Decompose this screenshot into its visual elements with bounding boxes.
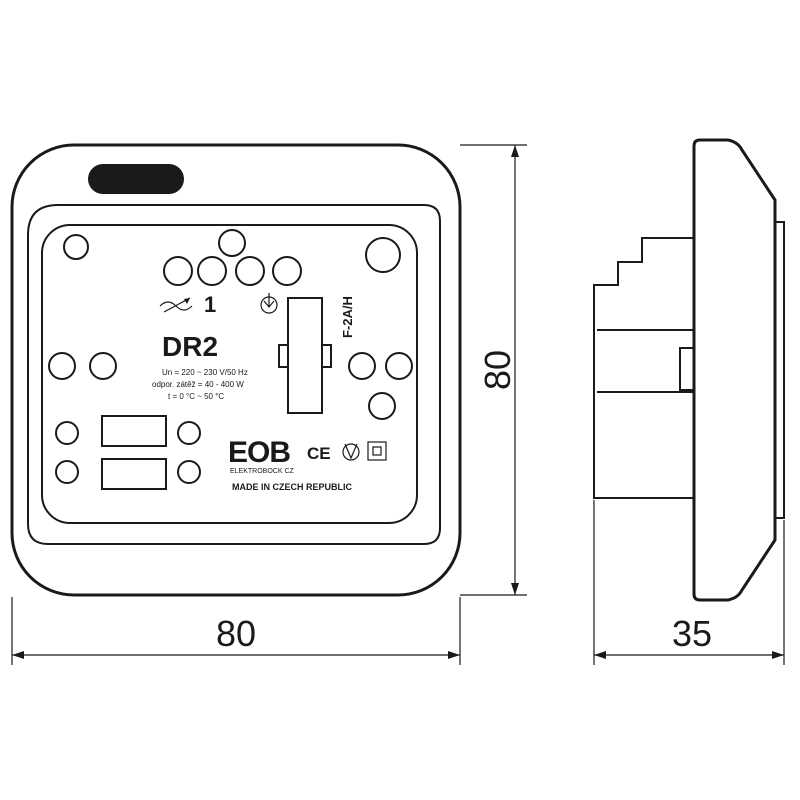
adjust-icon	[159, 297, 193, 313]
spec-line: t = 0 °C ~ 50 °C	[168, 392, 224, 401]
brand-logo: EOB	[228, 436, 290, 469]
hole	[48, 352, 76, 380]
hole	[55, 421, 79, 445]
dimension-depth: 35	[593, 500, 785, 665]
hole	[177, 460, 201, 484]
side-rear-body	[593, 237, 694, 499]
side-front-cap	[774, 221, 785, 519]
hole	[55, 460, 79, 484]
certification-icon	[342, 443, 360, 461]
origin-text: MADE IN CZECH REPUBLIC	[232, 482, 353, 492]
hole	[218, 229, 246, 257]
terminal	[101, 415, 167, 447]
side-front-plate	[692, 138, 777, 602]
hole	[63, 234, 89, 260]
dimension-width: 80	[11, 597, 461, 665]
mode-number: 1	[204, 292, 216, 317]
label-plate	[41, 224, 418, 524]
hole	[89, 352, 117, 380]
hole	[163, 256, 193, 286]
fuse-clip	[321, 344, 332, 368]
height-value: 80	[477, 350, 518, 390]
dimension-height: 80	[460, 144, 527, 596]
ce-mark: CE	[307, 444, 331, 463]
double-insulation-icon	[367, 441, 387, 461]
hole	[385, 352, 413, 380]
hole	[365, 237, 401, 273]
front-view: 1 DR2 Un = 220 ~ 230 V/50 Hz odpor. zátě…	[10, 143, 462, 597]
width-value: 80	[216, 613, 256, 654]
fuse-holder	[287, 297, 323, 414]
spec-line: odpor. zátěž = 40 - 400 W	[152, 380, 244, 389]
fuse-rating: F-2A/H	[340, 296, 355, 338]
hole	[197, 256, 227, 286]
hole	[272, 256, 302, 286]
hole	[235, 256, 265, 286]
terminal	[101, 458, 167, 490]
hole	[368, 392, 396, 420]
spec-line: Un = 220 ~ 230 V/50 Hz	[162, 368, 248, 377]
hole	[177, 421, 201, 445]
power-icon	[260, 293, 278, 314]
model-name: DR2	[162, 331, 218, 362]
side-shaft	[679, 347, 695, 391]
side-view	[593, 138, 785, 602]
fuse-clip	[278, 344, 289, 368]
depth-value: 35	[672, 613, 712, 654]
brand-name: ELEKTROBOCK CZ	[230, 468, 295, 475]
outer-frame	[10, 143, 462, 597]
hole	[348, 352, 376, 380]
indicator-window	[88, 164, 184, 194]
inner-frame	[27, 204, 441, 545]
